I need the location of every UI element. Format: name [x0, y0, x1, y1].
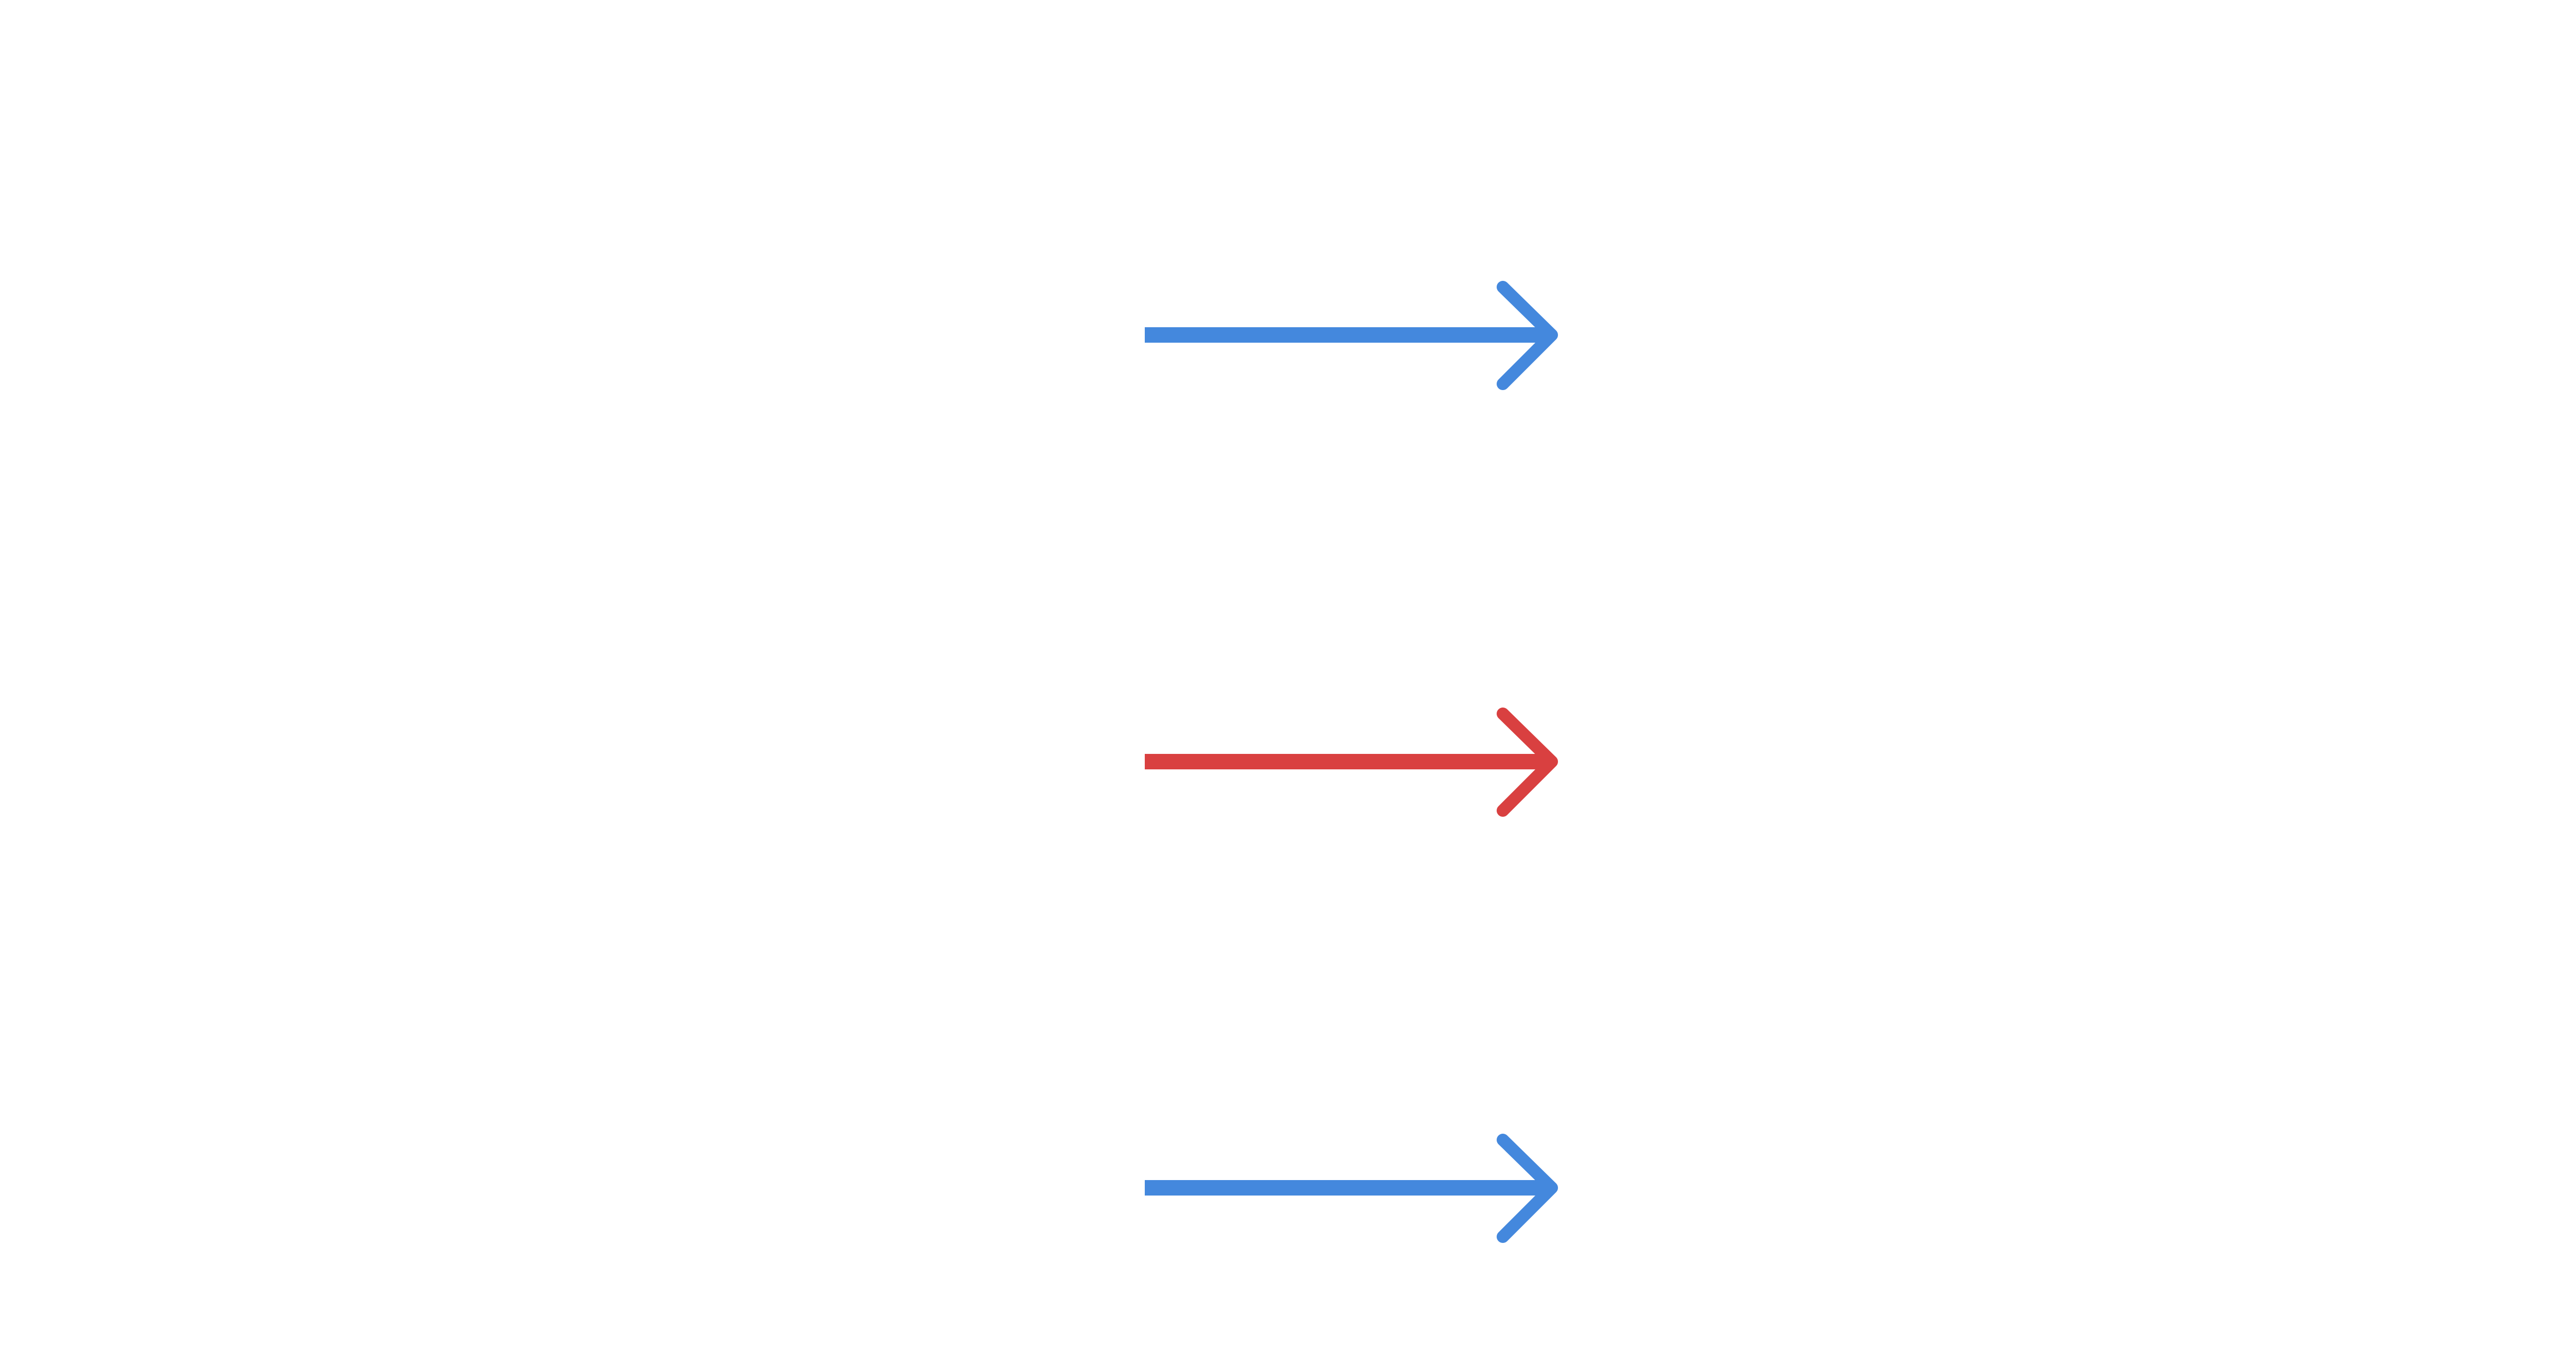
arrow-middle-head [1497, 708, 1558, 817]
arrow-top [1145, 281, 1558, 390]
arrow-bottom [1145, 1134, 1558, 1243]
arrow-bottom-head [1497, 1134, 1558, 1243]
arrow-middle [1145, 708, 1558, 817]
arrow-top-head [1497, 281, 1558, 390]
